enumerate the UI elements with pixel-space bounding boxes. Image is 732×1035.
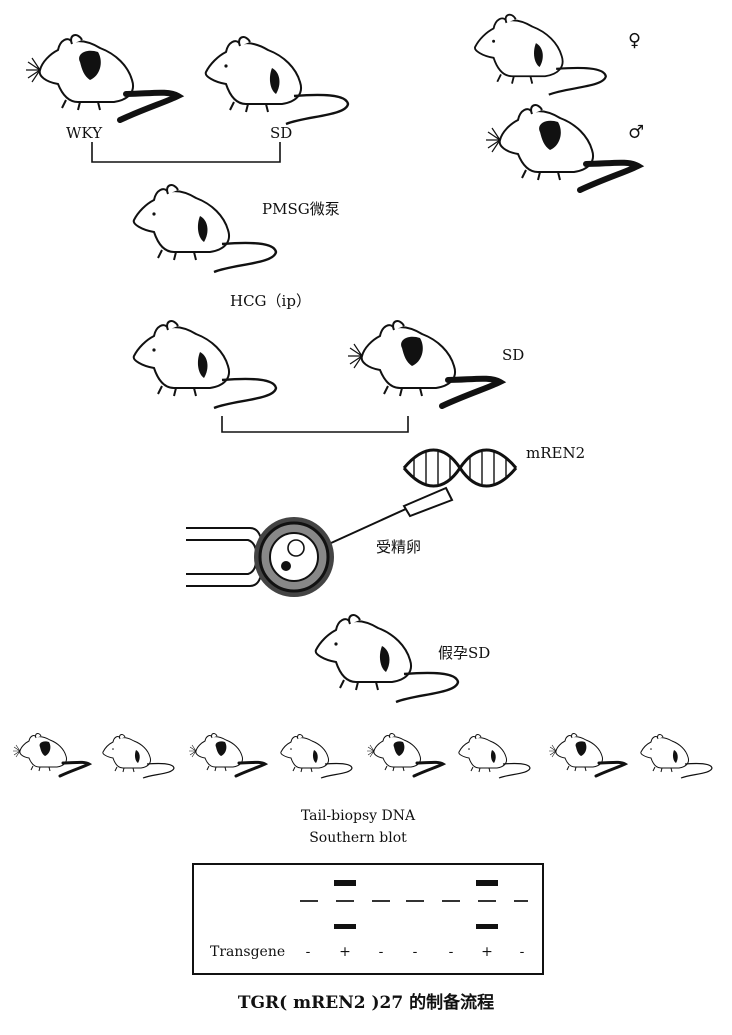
wky-label: WKY xyxy=(66,124,103,142)
offspring-rat-8-icon xyxy=(640,733,713,779)
offspring-rat-3-icon xyxy=(187,732,267,778)
mren2-label: mREN2 xyxy=(526,444,586,462)
transgene-result: + xyxy=(481,944,493,960)
tail-biopsy-label: Tail-biopsy DNA xyxy=(300,808,416,824)
sd-male-label: SD xyxy=(502,346,525,364)
male-symbol: ♂ xyxy=(628,122,645,143)
sd-male-rat-icon xyxy=(350,318,500,413)
offspring-rat-1-icon xyxy=(11,732,91,778)
transgene-result: + xyxy=(339,944,351,960)
offspring-rat-2-icon xyxy=(102,733,175,779)
blot-band-faint xyxy=(372,900,390,902)
wky-rat-icon xyxy=(28,32,178,127)
transgene-result: - xyxy=(519,944,525,960)
blot-band xyxy=(476,880,498,886)
female-rat-icon xyxy=(473,13,607,96)
blot-band xyxy=(334,880,356,886)
blot-band xyxy=(476,924,498,929)
hcg-label: HCG（ip） xyxy=(230,292,311,310)
fertilized-egg-label: 受精卵 xyxy=(376,538,422,556)
blot-band-faint xyxy=(300,900,318,902)
blot-band xyxy=(334,924,356,929)
dna-helix-icon xyxy=(402,448,518,488)
fertilized-egg-icon xyxy=(254,517,334,597)
pmsg-rat-icon xyxy=(132,183,278,274)
blot-band-faint xyxy=(478,900,496,902)
transgene-result: - xyxy=(412,944,418,960)
transgene-result: - xyxy=(305,944,311,960)
offspring-rat-6-icon xyxy=(458,733,531,779)
female-symbol: ♀ xyxy=(628,30,642,51)
sd-parent-label: SD xyxy=(270,124,293,142)
offspring-rat-4-icon xyxy=(280,733,353,779)
transgene-result: - xyxy=(448,944,454,960)
sd-rat-icon xyxy=(204,35,350,126)
southern-blot-label: Southern blot xyxy=(309,830,407,846)
pmsg-label: PMSG微泵 xyxy=(262,200,340,218)
hcg-rat-icon xyxy=(132,319,278,410)
transgene-label: Transgene xyxy=(210,944,286,960)
blot-band-faint xyxy=(514,900,528,902)
blot-band-faint xyxy=(336,900,354,902)
holding-pipette-icon xyxy=(186,527,263,587)
southern-blot-panel xyxy=(192,863,544,975)
injection-needle-icon xyxy=(319,486,454,549)
blot-band-faint xyxy=(406,900,424,902)
offspring-rat-5-icon xyxy=(365,732,445,778)
offspring-rat-7-icon xyxy=(547,732,627,778)
transgene-result: - xyxy=(378,944,384,960)
male-rat-icon xyxy=(488,102,638,187)
pseudopregnant-label: 假孕SD xyxy=(438,644,491,662)
figure-title: TGR( mREN2 )27 的制备流程 xyxy=(237,993,495,1013)
blot-band-faint xyxy=(442,900,460,902)
